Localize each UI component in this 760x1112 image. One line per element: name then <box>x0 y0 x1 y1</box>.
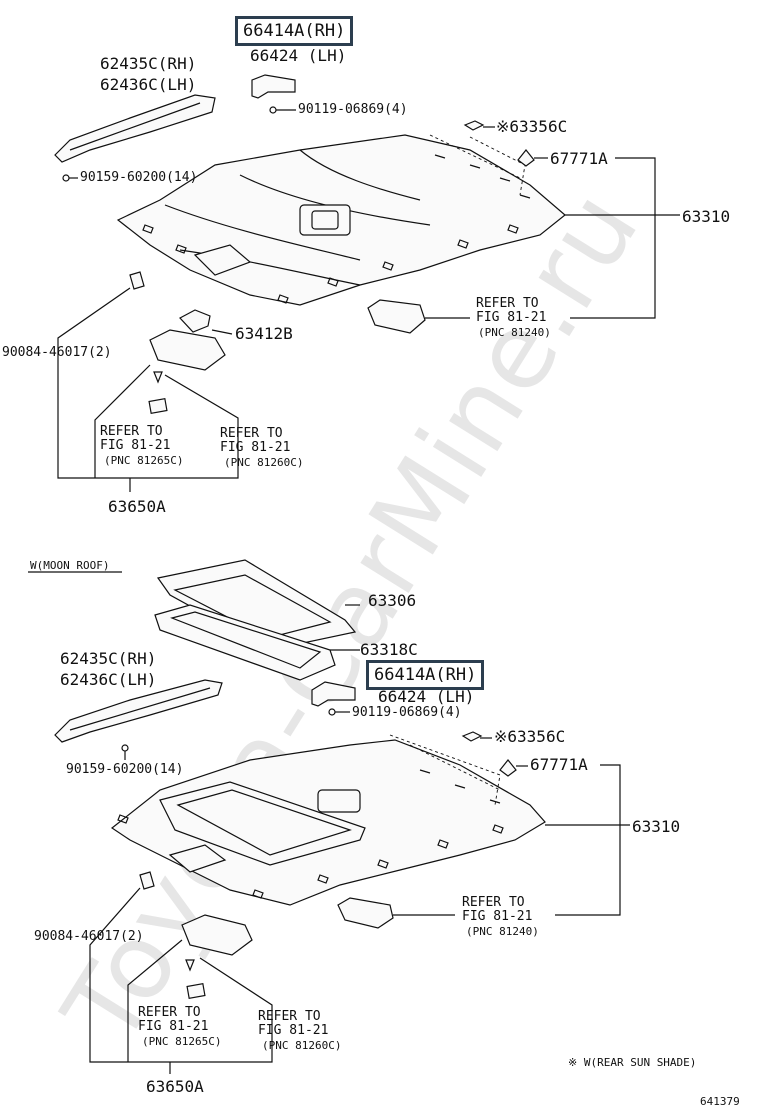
refer-81240-bottom-l1: REFER TO <box>462 895 525 910</box>
map-lamp-bottom <box>181 914 253 956</box>
refer-81260c-top-l1: REFER TO <box>220 426 283 441</box>
side-rail-top <box>54 94 216 163</box>
refer-81240-top-l2: FIG 81-21 <box>476 310 547 325</box>
part-63310-top: 63310 <box>682 207 731 226</box>
part-63318c: 63318C <box>360 640 418 659</box>
section-moon-roof: W(MOON ROOF) <box>30 559 110 572</box>
highlighted-part-top[interactable]: 66414A(RH) <box>235 16 354 46</box>
bracket-top <box>251 74 296 99</box>
refer-81260c-bottom-l2: FIG 81-21 <box>258 1023 329 1038</box>
part-62435c-top: 62435C(RH) <box>100 54 197 73</box>
part-90119-bottom: 90119-06869(4) <box>352 705 462 720</box>
highlighted-part-bottom[interactable]: 66414A(RH) <box>366 660 485 690</box>
bracket-bottom <box>311 681 356 707</box>
refer-81265c-top-l3: (PNC 81265C) <box>104 454 184 467</box>
refer-81240-bottom-l2: FIG 81-21 <box>462 909 533 924</box>
map-lamp-top <box>149 329 226 371</box>
part-62436c-bottom: 62436C(LH) <box>60 670 157 689</box>
part-62436c-top: 62436C(LH) <box>100 75 197 94</box>
refer-81260c-bottom-l1: REFER TO <box>258 1009 321 1024</box>
part-66424-bottom: 66424 (LH) <box>378 687 475 706</box>
refer-81240-top-l1: REFER TO <box>476 296 539 311</box>
refer-81260c-top-l3: (PNC 81260C) <box>224 456 304 469</box>
refer-81240-top-l3: (PNC 81240) <box>478 326 551 339</box>
part-90084-top: 90084-46017(2) <box>2 345 112 360</box>
part-63412b: 63412B <box>235 324 293 343</box>
part-90119-top: 90119-06869(4) <box>298 102 408 117</box>
part-62435c-bottom: 62435C(RH) <box>60 649 157 668</box>
part-63650a-bottom: 63650A <box>146 1077 204 1096</box>
rear-lamp-top <box>367 299 426 334</box>
refer-81265c-top-l2: FIG 81-21 <box>100 438 171 453</box>
part-90159-bottom: 90159-60200(14) <box>66 762 184 777</box>
part-63356c-bottom: ※63356C <box>494 727 566 746</box>
footnote-rear-sun-shade: ※ W(REAR SUN SHADE) <box>568 1056 697 1069</box>
part-90159-top: 90159-60200(14) <box>80 170 198 185</box>
part-63356c-top: ※63356C <box>496 117 568 136</box>
refer-81260c-bottom-l3: (PNC 81260C) <box>262 1039 342 1052</box>
refer-81260c-top-l2: FIG 81-21 <box>220 440 291 455</box>
refer-81240-bottom-l3: (PNC 81240) <box>466 925 539 938</box>
part-67771a-top: 67771A <box>550 149 608 168</box>
part-67771a-bottom: 67771A <box>530 755 588 774</box>
figure-number: 641379 <box>700 1095 740 1108</box>
refer-81265c-bottom-l1: REFER TO <box>138 1005 201 1020</box>
refer-81265c-bottom-l2: FIG 81-21 <box>138 1019 209 1034</box>
part-66424-top: 66424 (LH) <box>250 46 347 65</box>
rear-lamp-bottom <box>337 897 394 929</box>
part-90084-bottom: 90084-46017(2) <box>34 929 144 944</box>
part-63310-bottom: 63310 <box>632 817 681 836</box>
part-63650a-top: 63650A <box>108 497 166 516</box>
side-rail-bottom <box>54 679 223 743</box>
part-63306: 63306 <box>368 591 417 610</box>
refer-81265c-top-l1: REFER TO <box>100 424 163 439</box>
refer-81265c-bottom-l3: (PNC 81265C) <box>142 1035 222 1048</box>
